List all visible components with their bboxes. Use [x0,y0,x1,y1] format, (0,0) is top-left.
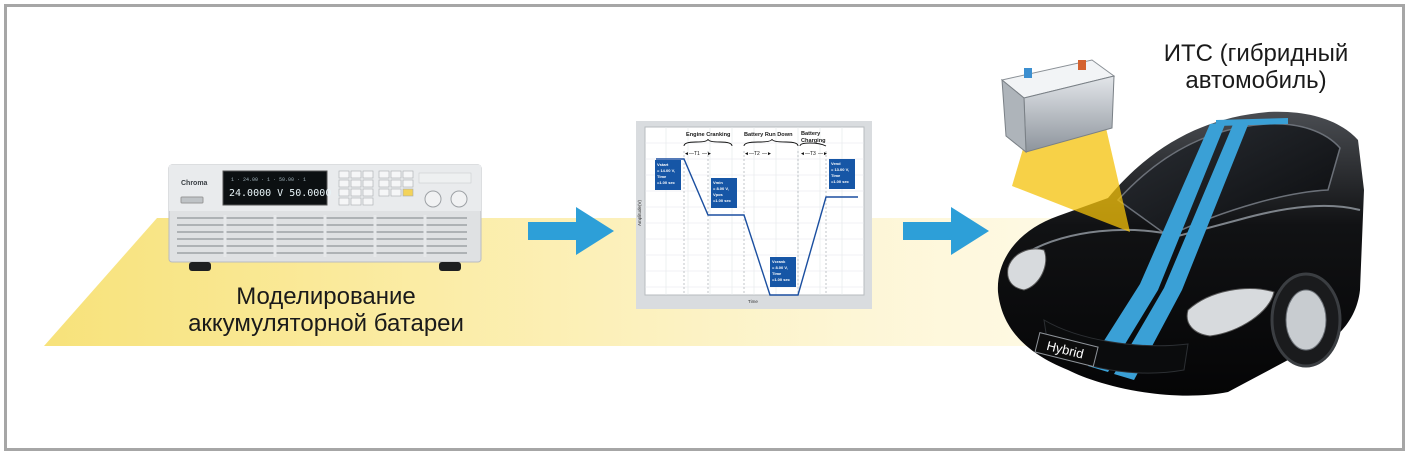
param-box-start [655,160,681,190]
battery-simulator-device: 1 · 24.00 · 1 · 50.00 · 1 24.0000 V 50.0… [168,164,482,271]
caption-battery-simulation-line2: аккумуляторной батареи [188,310,464,337]
svg-text:Charging: Charging [801,138,826,144]
svg-text:Vstart: Vstart [657,162,669,167]
param-box-end [829,159,855,189]
interval-t2: T2 [754,151,760,157]
svg-text:Time: Time [657,174,667,179]
svg-text:=1.00 sec: =1.00 sec [657,180,676,185]
svg-text:◄—: ◄— [684,151,694,157]
caption-hev-line2: автомобиль) [1185,67,1327,94]
svg-text:= 14.00 V,: = 14.00 V, [657,168,675,173]
svg-text:Chroma: Chroma [181,180,208,187]
hybrid-car: Hybrid [997,59,1364,396]
param-box-crank [770,257,796,287]
svg-text:= 8.00 V,: = 8.00 V, [713,186,729,191]
svg-text:Vend: Vend [831,161,841,166]
svg-text:1 · 24.00 · 1 · 50.00 · 1: 1 · 24.00 · 1 · 50.00 · 1 [231,177,306,183]
flow-arrow-1 [528,207,614,255]
phase-label-rundown: Battery Run Down [744,132,793,138]
caption-hev: ИТС (гибридный автомобиль) [1146,40,1366,94]
voltage-waveform [656,158,858,296]
svg-text:Time: Time [831,173,841,178]
caption-battery-simulation-line1: Моделирование [236,283,416,310]
svg-text:◄—: ◄— [800,151,810,157]
phase-label-charging: Battery [801,131,821,137]
svg-text:= 8.00 V,: = 8.00 V, [772,265,788,270]
svg-text:=1.00 sec: =1.00 sec [772,277,791,282]
caption-hev-line1: ИТС (гибридный [1163,40,1349,67]
svg-text:= 13.00 V,: = 13.00 V, [831,167,849,172]
waveform-chart: Amplitude(V) Time Engine Cranking Batter… [636,121,872,309]
hybrid-badge [1034,332,1099,368]
svg-text:=1.00 sec: =1.00 sec [831,179,850,184]
svg-text:Vpos: Vpos [713,192,724,197]
svg-text:—►: —► [818,151,828,157]
svg-text:Time: Time [772,271,782,276]
caption-battery-simulation: Моделирование аккумуляторной батареи [176,283,476,337]
svg-text:◄—: ◄— [744,151,754,157]
interval-t3: T3 [810,151,816,157]
svg-text:Vcrank: Vcrank [772,259,786,264]
param-box-min [711,178,737,208]
svg-text:=1.00 sec: =1.00 sec [713,198,732,203]
y-axis-label: Amplitude(V) [637,199,642,226]
interval-t1: T1 [694,151,700,157]
battery-icon [1000,59,1116,154]
phase-label-cranking: Engine Cranking [686,132,731,138]
flow-arrow-2 [903,207,989,255]
x-axis-label: Time [748,299,758,304]
svg-text:Vmin: Vmin [713,180,723,185]
svg-text:—►: —► [762,151,772,157]
svg-text:—►: —► [702,151,712,157]
display-reading: 24.0000 V 50.0000 A [229,188,343,199]
